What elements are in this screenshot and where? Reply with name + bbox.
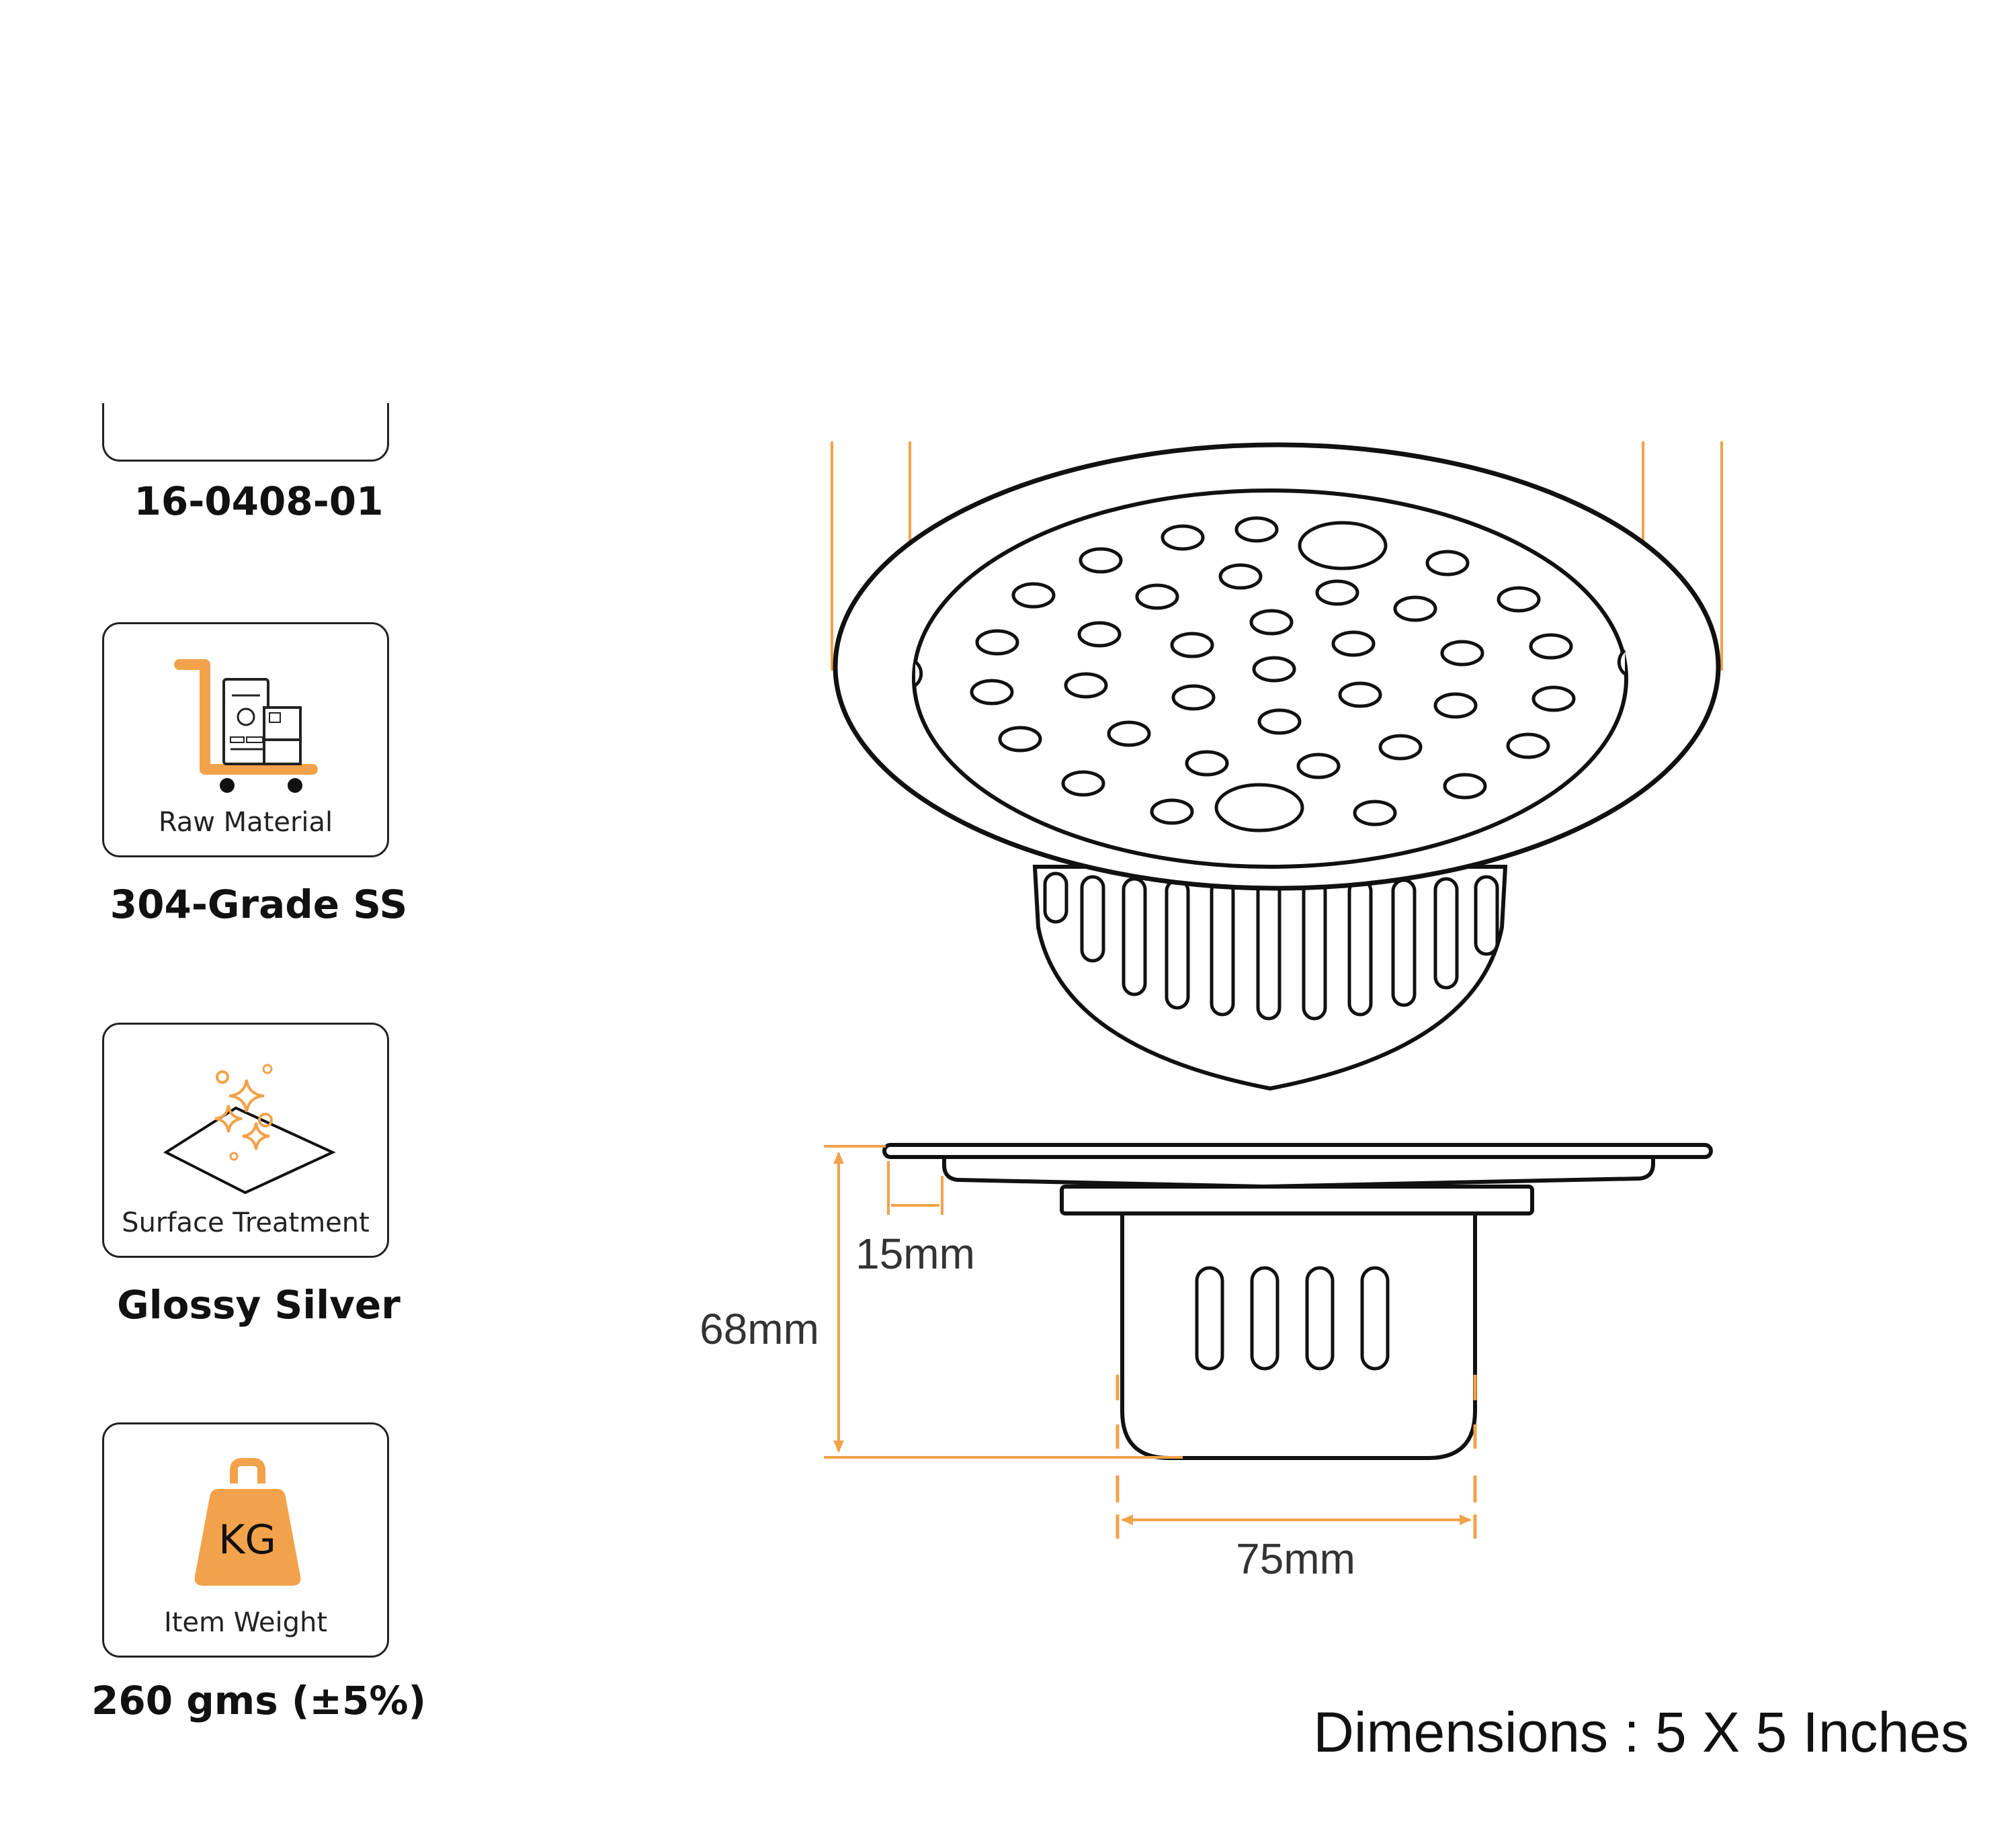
basket-slot	[1474, 875, 1499, 956]
raw-material-caption: Raw Material	[158, 807, 333, 838]
grate-hole	[1298, 521, 1388, 570]
surface-treatment-card: Surface Treatment	[102, 1023, 389, 1258]
side-view	[882, 1143, 1713, 1460]
grate-hole	[1506, 732, 1550, 759]
grate-hole	[1252, 656, 1296, 683]
raw-material-card: Raw Material	[102, 622, 389, 857]
grate-hole	[1218, 563, 1263, 590]
item-weight-value: 260 gms (±5%)	[91, 1678, 426, 1723]
top-view-basket	[1032, 865, 1508, 1091]
grate-hole	[1161, 524, 1205, 551]
basket-slot	[1433, 877, 1459, 990]
top-view-flange	[833, 442, 1721, 891]
grate-hole	[1135, 583, 1179, 610]
weight-kg-label: KG	[218, 1516, 276, 1564]
grate-hole	[1011, 582, 1056, 609]
grate-hole	[1331, 630, 1376, 657]
grate-hole	[998, 726, 1042, 753]
item-weight-card: KG Item Weight	[102, 1422, 389, 1658]
sparkle-surface-icon	[163, 1064, 336, 1195]
grate-hole	[1150, 798, 1194, 825]
product-code-card	[102, 403, 389, 462]
grate-hole	[1214, 783, 1304, 832]
grate-hole	[1107, 720, 1151, 747]
grate-hole	[970, 679, 1014, 705]
grate-hole	[1185, 750, 1229, 777]
width-dimension-label: 75mm	[1236, 1535, 1355, 1583]
trolley-boxes-icon	[174, 659, 318, 793]
grate-hole	[1440, 640, 1484, 667]
basket-slot	[1391, 878, 1417, 1007]
grate-hole	[1171, 684, 1216, 711]
product-code: 16-0408-01	[134, 478, 384, 524]
grate-hole	[1296, 753, 1341, 779]
grate-hole	[1249, 609, 1294, 636]
dimensions-text: Dimensions : 5 X 5 Inches	[1313, 1701, 1969, 1764]
grate-hole	[1378, 734, 1423, 761]
grate-hole	[1443, 773, 1487, 800]
grate-hole	[1529, 633, 1573, 660]
basket-slot	[1210, 878, 1235, 1017]
surface-treatment-value: Glossy Silver	[117, 1282, 401, 1328]
grate-hole	[1497, 586, 1541, 613]
basket-slot	[1256, 878, 1282, 1021]
grate-hole	[1234, 516, 1279, 543]
weight-kg-icon: KG	[194, 1458, 301, 1586]
grate-hole	[1433, 692, 1478, 719]
grate-hole	[1077, 621, 1122, 648]
height-dimension-label: 68mm	[700, 1305, 819, 1353]
basket-slot	[1080, 875, 1105, 963]
item-weight-caption: Item Weight	[163, 1607, 328, 1638]
basket-slot	[1302, 878, 1327, 1021]
grate-hole	[1170, 632, 1214, 658]
flange-dimension-label: 15mm	[855, 1230, 975, 1278]
surface-treatment-caption: Surface Treatment	[122, 1207, 370, 1238]
grate-hole	[1061, 770, 1105, 797]
grate-hole	[1338, 681, 1382, 708]
grate-hole	[975, 629, 1019, 656]
raw-material-value: 304-Grade SS	[110, 882, 408, 927]
grate-hole	[1257, 708, 1302, 735]
basket-slot	[1165, 878, 1190, 1010]
grate-hole	[1531, 685, 1576, 712]
dimension-lines	[824, 1145, 1477, 1539]
grate-hole	[1079, 547, 1123, 574]
basket-slot	[1043, 871, 1068, 924]
basket-slot	[1347, 878, 1373, 1017]
grate-hole	[1353, 800, 1397, 826]
grate-hole	[1425, 550, 1470, 576]
basket-slot	[1122, 877, 1147, 996]
grate-hole	[1315, 579, 1359, 606]
grate-hole	[1393, 595, 1437, 622]
grate-hole	[1064, 672, 1108, 699]
